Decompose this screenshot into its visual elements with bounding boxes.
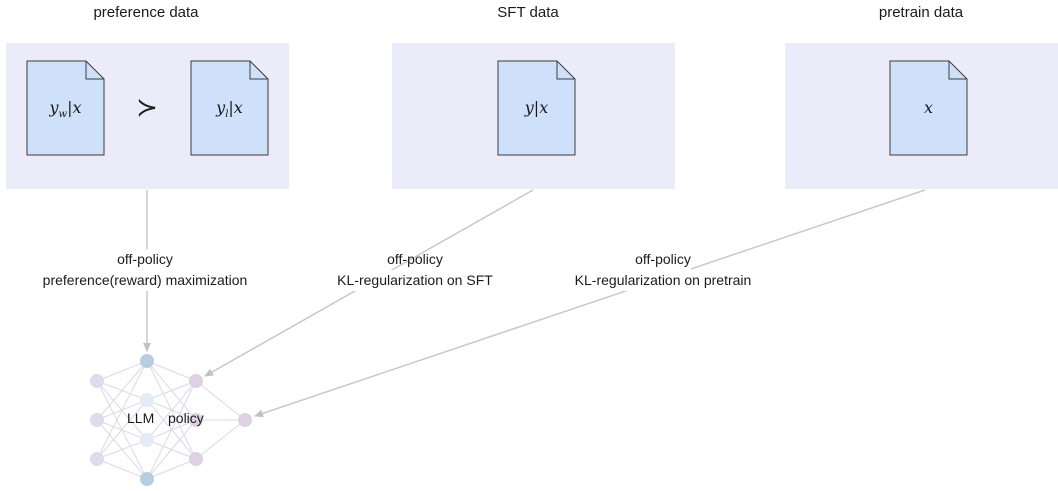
sft-data-title: SFT data (497, 4, 559, 21)
input-node-3 (90, 452, 104, 466)
hidden-node-2 (140, 393, 154, 407)
pretrain-document-label: x (923, 98, 934, 117)
rejected-response-label: yl|x (216, 98, 243, 121)
rejected-response-document (190, 60, 269, 156)
preferred-response-label: yw|x (49, 98, 82, 121)
pretrain-edge-line2: KL-regularization on pretrain (574, 270, 752, 291)
hidden-node-4 (140, 472, 154, 486)
input-node-2 (90, 413, 104, 427)
input-node-1 (90, 374, 104, 388)
pretrain-data-title: pretrain data (878, 4, 964, 21)
hidden2-node-2 (189, 413, 203, 427)
preferred-response-document (26, 60, 105, 156)
hidden2-node-3 (189, 452, 203, 466)
preference-data-title: preference data (93, 4, 199, 21)
preference-edge-line1: off-policy (117, 251, 173, 267)
pretrain-edge-label: off-policy KL-regularization on pretrain (545, 249, 781, 291)
sft-edge-line1: off-policy (387, 251, 443, 267)
sft-edge-label: off-policy KL-regularization on SFT (310, 249, 520, 291)
output-node (238, 413, 252, 427)
sft-edge-line2: KL-regularization on SFT (337, 270, 493, 291)
pretrain-document (889, 60, 968, 156)
llm-label: LLM (127, 410, 155, 426)
sft-document (497, 60, 576, 156)
preference-relation-symbol: ≻ (136, 92, 158, 122)
hidden-node-3 (140, 433, 154, 447)
preference-edge-line2: preference(reward) maximization (42, 272, 248, 288)
network-edges (96, 360, 246, 480)
sft-document-label: y|x (524, 98, 549, 117)
hidden2-node-1 (189, 374, 203, 388)
preference-edge-label: off-policy preference(reward) maximizati… (10, 249, 280, 291)
policy-label: policy (168, 410, 204, 426)
hidden-node-1 (140, 354, 154, 368)
pretrain-arrow (254, 189, 926, 418)
pretrain-edge-line1: off-policy (635, 249, 691, 270)
